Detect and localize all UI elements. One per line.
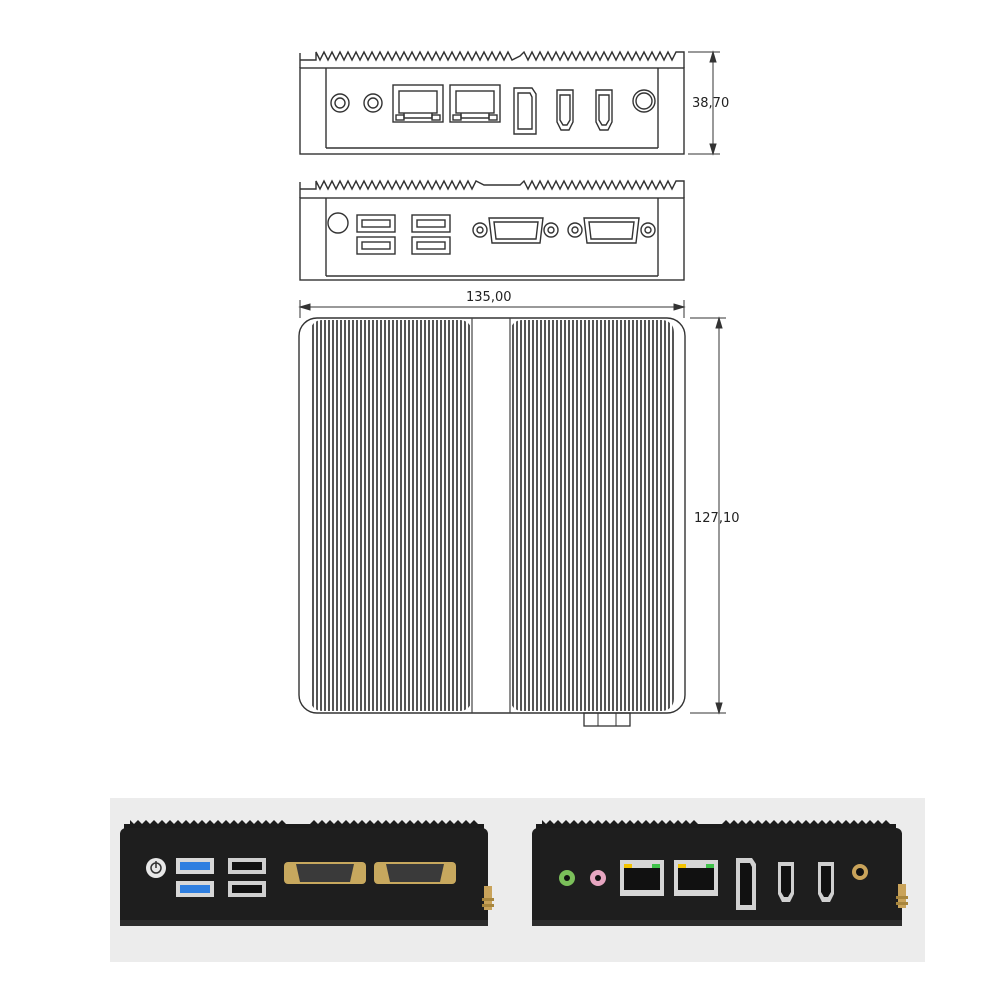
usb-port-icon xyxy=(411,214,451,233)
lan-port-icon xyxy=(392,84,444,123)
heatsink-right xyxy=(510,320,674,711)
power-button-icon xyxy=(327,212,349,234)
mic-jack-icon xyxy=(330,93,350,113)
displayport-icon xyxy=(513,87,537,135)
rear-view-body xyxy=(299,197,685,281)
top-view-outline xyxy=(298,317,686,714)
technical-drawing: 38,70 xyxy=(298,50,740,727)
depth-dimension xyxy=(690,316,726,715)
antenna-icon xyxy=(896,884,908,908)
hdmi-port-icon xyxy=(595,89,613,131)
usb-port-icon xyxy=(356,236,396,255)
front-view xyxy=(299,50,685,155)
serial-port-icon xyxy=(567,217,656,244)
rear-unit-photo xyxy=(120,820,494,926)
heatsink-left xyxy=(310,320,472,711)
hdmi-port-icon xyxy=(778,862,794,902)
dc-jack-icon xyxy=(632,89,656,113)
rear-view-fins xyxy=(299,179,685,198)
product-photo-panel xyxy=(110,798,925,962)
lan-port-icon xyxy=(674,860,718,896)
hdmi-port-icon xyxy=(556,89,574,131)
usb-port-icon xyxy=(356,214,396,233)
serial-port-icon xyxy=(284,862,366,884)
serial-port-icon xyxy=(374,862,456,884)
displayport-icon xyxy=(736,858,756,910)
usb-port-icon xyxy=(411,236,451,255)
front-view-fins xyxy=(299,50,685,68)
serial-port-icon xyxy=(472,217,559,244)
height-dimension xyxy=(688,50,720,156)
front-unit-photo xyxy=(532,820,908,926)
height-dimension-label: 38,70 xyxy=(692,96,729,111)
rear-view xyxy=(299,179,685,281)
width-dimension-label: 135,00 xyxy=(466,290,512,305)
hdmi-port-icon xyxy=(818,862,834,902)
depth-dimension-label: 127,10 xyxy=(694,511,740,526)
top-view xyxy=(298,317,686,727)
antenna-connector-icon xyxy=(583,712,631,727)
lan-port-icon xyxy=(449,84,501,123)
width-dimension xyxy=(298,300,686,318)
antenna-icon xyxy=(482,886,494,910)
audio-jack-icon xyxy=(363,93,383,113)
product-photo xyxy=(120,820,908,926)
lan-port-icon xyxy=(620,860,664,896)
front-view-body xyxy=(299,67,685,155)
